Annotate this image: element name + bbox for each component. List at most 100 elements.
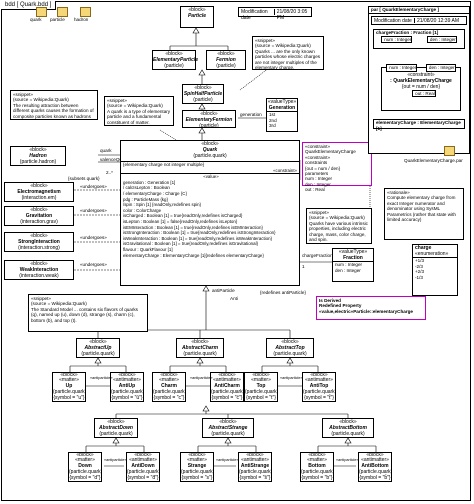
block-particle[interactable]: «block» Particle	[180, 6, 214, 28]
antiparticle-label: «antiparticle»	[190, 376, 213, 380]
modification-date-label: Modification date	[241, 9, 275, 21]
quark-icon-label: quark	[30, 17, 42, 22]
leaf-stereotype: «block» «antimatter»	[213, 372, 241, 383]
block-abstract-charm[interactable]: «block» AbstractCharm (particle.quark)	[176, 338, 224, 358]
leaf-symbol: {symbol = "s̄"}	[239, 475, 271, 481]
block-quark[interactable]: «block» Quark (particle.quark) {elementa…	[120, 140, 300, 286]
antiparticle-label: «antiparticle»	[280, 376, 303, 380]
snippet-quark-charge: «snippet» (source = Wikipedia:Quark) Qua…	[252, 36, 324, 70]
block-up[interactable]: «block» «matter»Up(particle.quark){symbo…	[52, 372, 86, 402]
leaf-stereotype: «block» «antimatter»	[129, 452, 157, 463]
leaf-name: Up	[65, 383, 73, 389]
leaf-name: Top	[256, 383, 266, 389]
block-hadron[interactable]: «block» Hadron (particle.hadron)	[10, 146, 66, 166]
par-diagram-label[interactable]: QuarkElementaryCharge.par	[404, 158, 463, 163]
leaf-symbol: {symbol = "d"}	[69, 475, 101, 481]
leaf-subtitle: (particle.quark)	[303, 389, 337, 395]
leaf-symbol: {symbol = "u"}	[53, 395, 85, 401]
leaf-subtitle: (particle.quark)	[111, 389, 145, 395]
leaf-subtitle: (particle.quark)	[181, 469, 215, 475]
par-constraint-property[interactable]: num : Integer den : Integer «constraint»…	[381, 64, 461, 111]
hadron-diagram-icon[interactable]	[80, 7, 91, 17]
charge-fraction-role: chargeFraction	[302, 253, 333, 258]
anti-particle-role: antiParticle	[212, 288, 235, 293]
block-bottom[interactable]: «block» «matter»Bottom(particle.quark){s…	[300, 452, 334, 482]
generation-role-label: generation	[240, 112, 262, 117]
block-abstract-down[interactable]: «block» AbstractDown (particle.quark)	[94, 418, 138, 438]
quark-attribute-list: «value» generation : Generation [1] / ca…	[121, 173, 299, 258]
block-strange[interactable]: «block» «matter»Strange(particle.quark){…	[180, 452, 214, 482]
valuetype-generation[interactable]: «valueType» Generation 1st 2nd 3rd	[266, 98, 298, 132]
block-elementary-particle[interactable]: «block» ElementaryParticle (particle)	[152, 50, 199, 70]
leaf-name: AntiStrange	[240, 463, 270, 469]
par-diagram-icon[interactable]	[444, 146, 455, 156]
leaf-symbol: {symbol = "d̄"}	[127, 475, 159, 481]
leaf-symbol: {symbol = "t"}	[246, 395, 276, 401]
enumeration-charge[interactable]: charge «enumeration» +1/3 -2/3 +2/3 -1/3	[412, 244, 458, 296]
block-fermion[interactable]: «block» Fermion (particle)	[206, 50, 246, 70]
leaf-stereotype: «block» «matter»	[75, 452, 95, 463]
block-antiup[interactable]: «block» «antimatter»AntiUp(particle.quar…	[110, 372, 144, 402]
leaf-name: AntiDown	[131, 463, 155, 469]
leaf-symbol: {symbol = "b̄"}	[359, 475, 391, 481]
block-electromagnetism[interactable]: «block» Electromagnetism (interaction.em…	[4, 182, 74, 202]
block-antibottom[interactable]: «block» «antimatter»AntiBottom(particle.…	[358, 452, 392, 482]
block-antidown[interactable]: «block» «antimatter»AntiDown(particle.qu…	[126, 452, 160, 482]
block-elementary-fermion[interactable]: «block» ElementaryFermion (particle)	[182, 110, 236, 129]
valence-quark-label: valenceQuark	[100, 157, 129, 162]
leaf-subtitle: (particle.quark)	[153, 389, 187, 395]
leaf-stereotype: «block» «antimatter»	[113, 372, 141, 383]
leaf-subtitle: (particle.quark)	[301, 469, 335, 475]
frame-title: bdd [ Quark.bdd ]	[1, 1, 57, 10]
modification-date-value: 21/08/20 3:05 PM	[276, 9, 308, 21]
leaf-name: Strange	[187, 463, 207, 469]
block-weak-interaction[interactable]: «block» WeakInteraction (interaction.wea…	[4, 260, 74, 280]
valuetype-fraction[interactable]: «valueType» Fraction num : Integer den :…	[332, 248, 374, 282]
leaf-subtitle: (particle.quark)	[239, 469, 273, 475]
antiparticle-label: «antiparticle»	[104, 458, 127, 462]
block-spin-half-particle[interactable]: «block» SpinHalfParticle (particle)	[182, 84, 224, 104]
leaf-name: AntiBottom	[361, 463, 389, 469]
leaf-symbol: {symbol = "s"}	[181, 475, 213, 481]
block-down[interactable]: «block» «matter»Down(particle.quark){sym…	[68, 452, 102, 482]
subsets-quark-label: {subsets quark}	[68, 176, 100, 181]
leaf-symbol: {symbol = "c"}	[153, 395, 185, 401]
block-anticharm[interactable]: «block» «antimatter»AntiCharm(particle.q…	[210, 372, 244, 402]
undergoes-label-1: «undergoes»	[80, 184, 107, 189]
leaf-stereotype: «block» «antimatter»	[305, 372, 333, 383]
snippet-standard-model: «snippet» (source = Wikipedia:Quark) The…	[28, 294, 148, 332]
block-abstract-strange[interactable]: «block» AbstractStrange (particle.quark)	[202, 418, 254, 438]
leaf-symbol: {symbol = "t̄"}	[304, 395, 334, 401]
particle-icon-label: particle	[50, 17, 65, 22]
undergoes-label-4: «undergoes»	[80, 262, 107, 267]
snippet-quark-definition: «snippet» (source = Wikipedia:Quark) A q…	[104, 96, 174, 126]
block-abstract-top[interactable]: «block» AbstractTop (particle.quark)	[266, 338, 314, 358]
block-charm[interactable]: «block» «matter»Charm(particle.quark){sy…	[152, 372, 186, 402]
par-elementary-charge[interactable]: elementaryCharge : ElementaryCharge [1]	[373, 119, 465, 131]
quark-diagram-icon[interactable]	[36, 7, 47, 17]
snippet-hadron-attraction: «snippet» (source = Wikipedia:Quark) The…	[10, 90, 98, 120]
parametric-panel: par [ QuarkElementaryCharge ] Modificati…	[368, 6, 470, 154]
block-antistrange[interactable]: «block» «antimatter»AntiStrange(particle…	[238, 452, 272, 482]
particle-diagram-icon[interactable]	[57, 7, 68, 17]
note-derived-property: Is Derived Redefined Property «value,ele…	[316, 296, 426, 320]
constraint-quark-elementary-charge[interactable]: «constraint» QuarkElementaryCharge «cons…	[302, 142, 372, 192]
block-gravitation[interactable]: «block» Gravitation (interaction.grav)	[4, 206, 74, 226]
quark-constraint-stereo: «constraint»	[273, 167, 297, 173]
block-abstract-up[interactable]: «block» AbstractUp (particle.quark)	[76, 338, 120, 358]
leaf-name: Down	[78, 463, 92, 469]
leaf-name: AntiCharm	[214, 383, 240, 389]
redefines-anti-label: {redefines antiParticle}	[260, 290, 306, 295]
leaf-subtitle: (particle.quark)	[53, 389, 87, 395]
block-strong-interaction[interactable]: «block» StrongInteraction (interaction.s…	[4, 232, 74, 252]
leaf-stereotype: «block» «matter»	[159, 372, 179, 383]
block-abstract-bottom[interactable]: «block» AbstractBottom (particle.quark)	[322, 418, 374, 438]
leaf-name: Charm	[161, 383, 177, 389]
par-charge-fraction[interactable]: chargeFraction : Fraction [1] num : Inte…	[373, 29, 465, 49]
block-top[interactable]: «block» «matter»Top(particle.quark){symb…	[244, 372, 278, 402]
par-modification-date: Modification date 21/08/20 12:39 AM	[371, 15, 467, 25]
block-antitop[interactable]: «block» «antimatter»AntiTop(particle.qua…	[302, 372, 336, 402]
leaf-subtitle: (particle.quark)	[69, 469, 103, 475]
